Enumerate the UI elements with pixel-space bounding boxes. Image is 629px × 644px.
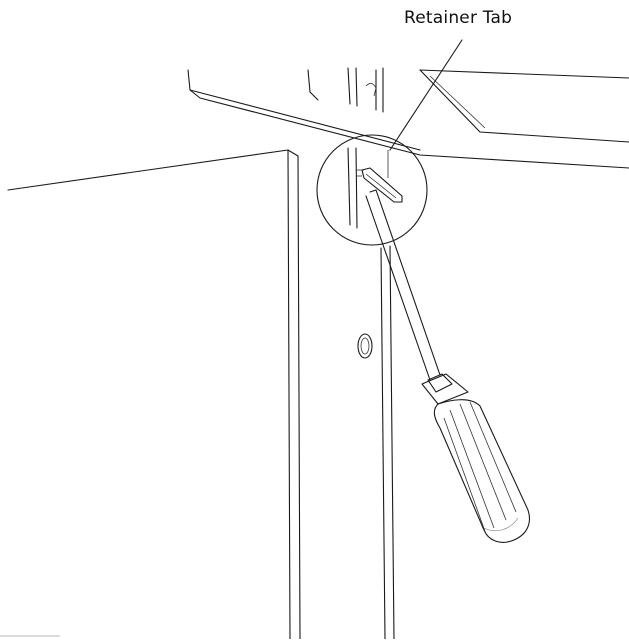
callout-label-retainer-tab: Retainer Tab	[404, 8, 513, 28]
callout-circle	[316, 134, 428, 246]
channel-post	[347, 147, 395, 640]
panel-hole	[357, 333, 373, 359]
callout-leader-line	[389, 39, 463, 151]
left-panel	[7, 149, 301, 640]
screwdriver	[365, 189, 531, 543]
retainer-tab	[356, 167, 403, 203]
top-housing	[187, 69, 629, 169]
upper-bracket	[347, 67, 384, 113]
